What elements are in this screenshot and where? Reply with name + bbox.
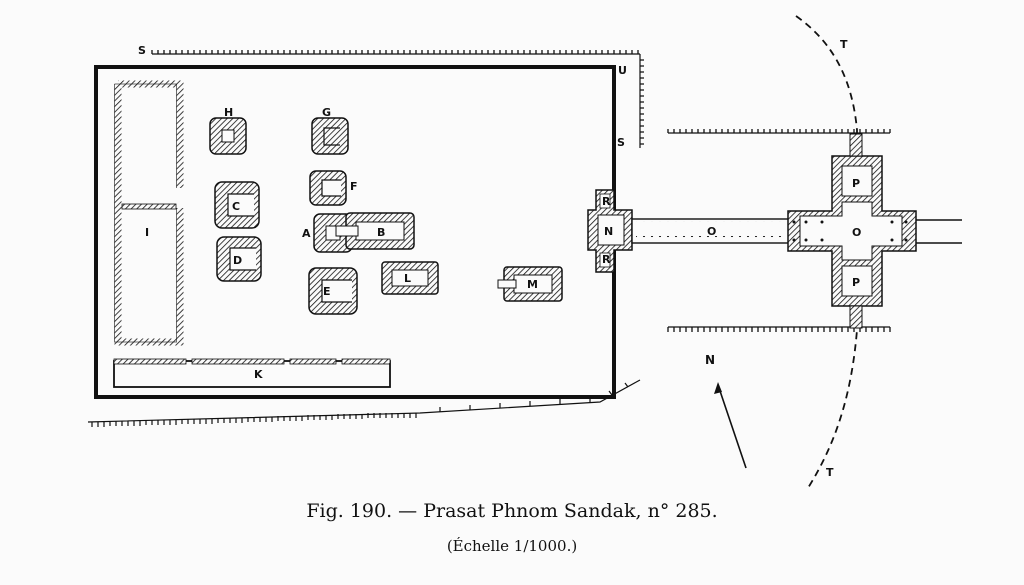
north-arrow: [714, 382, 747, 469]
label-T-top: T: [840, 38, 848, 51]
causeway-O: [631, 218, 791, 244]
label-G: G: [322, 106, 331, 119]
figure-caption: Fig. 190. — Prasat Phnom Sandak, n° 285.: [306, 500, 718, 522]
label-R-bottom: R: [602, 253, 611, 266]
building-K: [113, 358, 391, 388]
label-N-gopura: N: [604, 225, 613, 238]
shrine-D: [216, 236, 262, 282]
label-P-top: P: [852, 177, 860, 190]
shrine-E: [308, 267, 358, 315]
east-exit: [916, 219, 962, 244]
building-M: [497, 266, 563, 302]
label-I: I: [145, 226, 149, 239]
label-K: K: [254, 368, 263, 381]
label-H: H: [224, 106, 233, 119]
label-A: A: [302, 227, 311, 240]
label-O-pavilion: O: [852, 226, 861, 239]
building-L: [381, 261, 439, 295]
shrine-G: [311, 117, 349, 155]
label-F: F: [350, 180, 358, 193]
label-L: L: [404, 272, 411, 285]
label-R-top: R: [602, 195, 611, 208]
terrain-edges: [87, 50, 891, 427]
gopura-N: [587, 189, 633, 273]
label-M: M: [527, 278, 538, 291]
label-D: D: [233, 254, 242, 267]
building-I: [114, 80, 184, 346]
label-C: C: [232, 200, 240, 213]
path-T-dashed: [795, 15, 858, 489]
shrine-H: [209, 117, 247, 155]
figure-scale: (Échelle 1/1000.): [446, 537, 578, 555]
plan-labels: S U S T T N H G C D F A B E L M I K N R …: [138, 38, 861, 479]
shrine-C: [214, 181, 260, 229]
label-B: B: [377, 226, 385, 239]
label-P-bottom: P: [852, 276, 860, 289]
label-north: N: [705, 353, 715, 367]
pavilion-O: [787, 133, 917, 329]
shrine-F: [309, 170, 347, 206]
label-S-right: S: [617, 136, 625, 149]
label-U: U: [618, 64, 627, 77]
building-B: [335, 212, 415, 250]
label-E: E: [323, 285, 331, 298]
label-O-causeway: O: [707, 225, 716, 238]
label-T-bottom: T: [826, 466, 834, 479]
label-S-top: S: [138, 44, 146, 57]
